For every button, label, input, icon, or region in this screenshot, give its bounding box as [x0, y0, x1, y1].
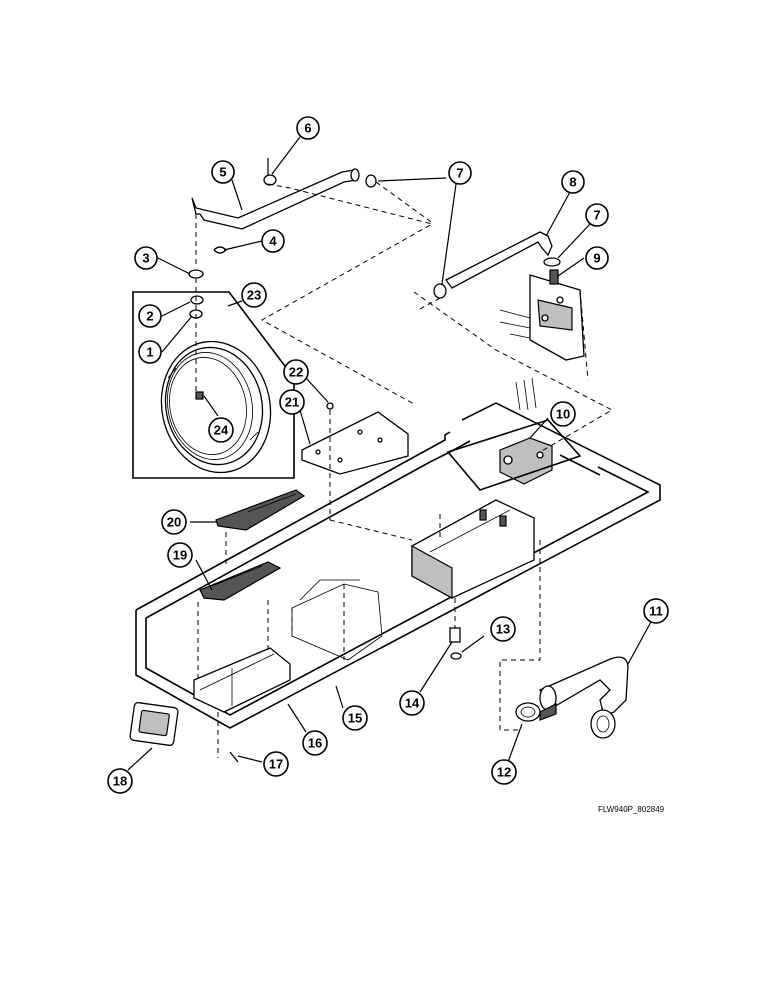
callout-label: 22: [289, 365, 303, 380]
callout-label: 14: [405, 696, 420, 711]
callout-16: 16: [302, 730, 328, 756]
callout-18: 18: [107, 768, 133, 794]
callout-11: 11: [643, 598, 669, 624]
clamp-7-upper: [365, 174, 377, 188]
hose-11: [539, 656, 629, 739]
dispenser-tray-16: [193, 600, 291, 713]
callout-20: 20: [161, 509, 187, 535]
clamp-12: [515, 702, 557, 722]
callout-label: 7: [456, 166, 463, 181]
callout-label: 19: [173, 548, 187, 563]
detergent-housing: [411, 499, 535, 600]
callout-label: 15: [348, 711, 362, 726]
callout-1: 1: [138, 340, 162, 364]
callout-label: 18: [113, 774, 127, 789]
callout-label: 8: [569, 175, 576, 190]
callout-label: 23: [247, 288, 261, 303]
bracket-plate-21: [301, 411, 409, 475]
connection-lines: [260, 181, 614, 731]
callout-9: 9: [585, 246, 609, 270]
callout-22: 22: [283, 359, 309, 385]
dispenser-lid-20: [215, 489, 306, 531]
valve-assembly-9: [499, 269, 585, 361]
callout-10: 10: [550, 401, 576, 427]
callout-14: 14: [399, 690, 425, 716]
callout-label: 24: [214, 423, 229, 438]
pin-14: [449, 598, 461, 643]
callout-2: 2: [138, 304, 162, 328]
callout-label: 3: [142, 251, 149, 266]
screw-22: [326, 402, 334, 520]
callout-label: 12: [497, 765, 511, 780]
callout-label: 10: [556, 407, 570, 422]
washer-13: [450, 652, 462, 660]
door-ring: [160, 340, 272, 474]
callout-label: 9: [593, 251, 600, 266]
callout-label: 1: [146, 345, 153, 360]
callout-label: 13: [496, 622, 510, 637]
callout-label: 16: [308, 736, 322, 751]
door-inset-box: [132, 291, 295, 479]
clamp-6: [263, 158, 277, 186]
dispenser-top-19: [199, 532, 282, 601]
callout-label: 11: [649, 604, 663, 619]
callout-label: 2: [146, 309, 153, 324]
hose-5: [191, 168, 360, 265]
callout-13: 13: [490, 616, 516, 642]
callout-label: 20: [167, 515, 181, 530]
hose-8: [433, 231, 553, 299]
callout-15: 15: [342, 705, 368, 731]
callout-5: 5: [211, 160, 235, 184]
callout-label: 21: [285, 395, 299, 410]
callout-8: 8: [561, 170, 585, 194]
callout-17: 17: [263, 751, 289, 777]
callout-23: 23: [241, 282, 267, 308]
callout-label: 6: [304, 121, 311, 136]
callout-21: 21: [279, 389, 305, 415]
inner-outline-15: [291, 579, 383, 661]
callout-label: 17: [269, 757, 283, 772]
leader-lines: [127, 136, 653, 771]
callout-19: 19: [167, 542, 193, 568]
clamp-7-right: [543, 257, 561, 267]
callout-6: 6: [296, 116, 320, 140]
cabinet-outline: [135, 402, 661, 729]
callout-12: 12: [491, 759, 517, 785]
callout-label: 7: [593, 208, 600, 223]
callout-4: 4: [261, 229, 285, 253]
callout-label: 5: [219, 165, 226, 180]
valve-10: [446, 377, 582, 491]
callout-7-right: 7: [585, 203, 609, 227]
screw-17: [217, 712, 239, 763]
callout-24: 24: [208, 417, 234, 443]
callout-label: 4: [269, 234, 277, 249]
callout-3: 3: [134, 246, 158, 270]
reference-code: FLW940P_802849: [598, 805, 665, 814]
callout-7-upper: 7: [448, 161, 472, 185]
front-panel-18: [129, 701, 179, 747]
